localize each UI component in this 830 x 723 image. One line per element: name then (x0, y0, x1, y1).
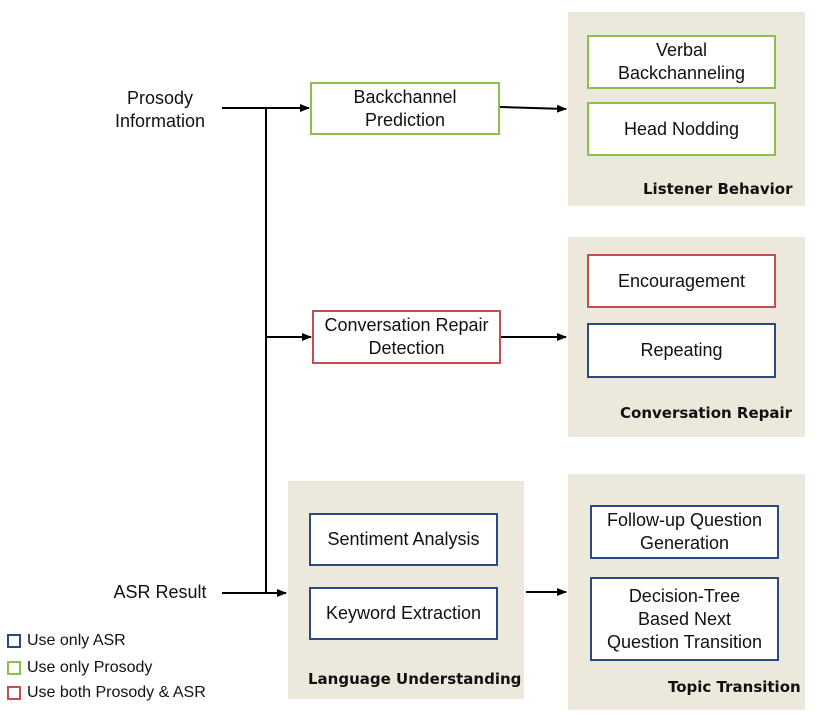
legend-item-asr: Use only ASR (7, 632, 126, 650)
legend-swatch-both (7, 686, 21, 700)
verbal-backchanneling-box: Verbal Backchanneling (587, 35, 776, 89)
decision-tree-transition-label: Decision-Tree Based Next Question Transi… (606, 585, 763, 652)
legend-item-both: Use both Prosody & ASR (7, 684, 206, 702)
listener-behavior-title: Listener Behavior (643, 180, 793, 198)
verbal-backchanneling-label: Verbal Backchanneling (617, 40, 746, 83)
head-nodding-box: Head Nodding (587, 102, 776, 156)
conversation-repair-title: Conversation Repair (620, 404, 793, 422)
decision-tree-transition-box: Decision-Tree Based Next Question Transi… (590, 577, 779, 661)
asr-input-label: ASR Result (113, 582, 207, 602)
conversation-repair-detection-label: Conversation Repair Detection (324, 315, 489, 358)
backchannel-prediction-box: Backchannel Prediction (310, 82, 500, 135)
legend-swatch-asr (7, 634, 21, 648)
keyword-extraction-label: Keyword Extraction (325, 603, 482, 623)
legend-label-asr: Use only ASR (27, 632, 126, 649)
encouragement-label: Encouragement (617, 270, 746, 291)
legend-label-both: Use both Prosody & ASR (27, 684, 206, 701)
backchannel-prediction-label: Backchannel Prediction (353, 86, 457, 130)
topic-transition-title: Topic Transition (668, 678, 801, 696)
repeating-label: Repeating (640, 340, 723, 360)
encouragement-box: Encouragement (587, 254, 776, 308)
legend-item-prosody: Use only Prosody (7, 659, 152, 677)
language-understanding-title: Language Understanding (308, 670, 522, 688)
prosody-input-label: Prosody Information (114, 88, 206, 131)
sentiment-analysis-box: Sentiment Analysis (309, 513, 498, 566)
follow-up-question-box: Follow-up Question Generation (590, 505, 779, 559)
conversation-repair-detection-box: Conversation Repair Detection (312, 310, 501, 364)
legend-label-prosody: Use only Prosody (27, 659, 153, 676)
keyword-extraction-box: Keyword Extraction (309, 587, 498, 640)
follow-up-question-label: Follow-up Question Generation (606, 510, 763, 553)
head-nodding-label: Head Nodding (623, 118, 740, 139)
backchannel-to-listener-arrow (499, 104, 567, 113)
repeating-box: Repeating (587, 323, 776, 378)
legend-swatch-prosody (7, 661, 21, 675)
sentiment-analysis-label: Sentiment Analysis (327, 529, 480, 549)
